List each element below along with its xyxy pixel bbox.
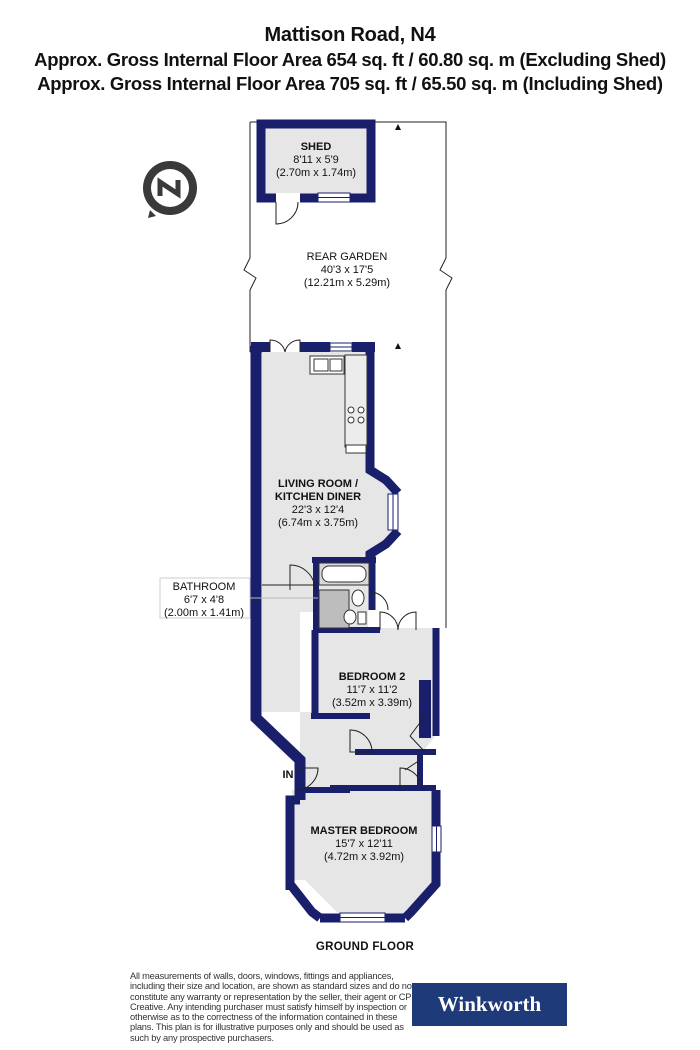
living-room-imperial: 22'3 x 12'4 [292, 504, 345, 516]
master-bedroom-imperial: 15'7 x 12'11 [335, 838, 393, 850]
bathroom-label-box [159, 577, 318, 619]
plan-header: Mattison Road, N4 Approx. Gross Internal… [0, 22, 700, 96]
area-including-shed: Approx. Gross Internal Floor Area 705 sq… [37, 73, 663, 94]
shed-imperial: 8'11 x 5'9 [293, 154, 339, 166]
living-room-name-2: KITCHEN DINER [275, 491, 361, 503]
entrance-label: IN [283, 769, 294, 781]
rear-garden-label: REAR GARDEN 40'3 x 17'5 (12.21m x 5.29m) [304, 251, 390, 289]
master-bedroom-name: MASTER BEDROOM [311, 825, 418, 837]
bathroom-name: BATHROOM [173, 581, 236, 593]
property-title: Mattison Road, N4 [264, 24, 436, 46]
rear-garden-imperial: 40'3 x 17'5 [321, 264, 374, 276]
disclaimer-text: All measurements of walls, doors, window… [130, 971, 415, 1043]
master-bedroom-metric: (4.72m x 3.92m) [324, 851, 404, 863]
rear-garden-metric: (12.21m x 5.29m) [304, 277, 390, 289]
shed [256, 119, 376, 225]
living-room-label: LIVING ROOM / KITCHEN DINER 22'3 x 12'4 … [275, 478, 361, 529]
bathroom-metric: (2.00m x 1.41m) [164, 607, 244, 619]
living-room-metric: (6.74m x 3.75m) [278, 517, 358, 529]
bedroom-2-name: BEDROOM 2 [339, 671, 406, 683]
bathroom-imperial: 6'7 x 4'8 [184, 594, 224, 606]
living-room-bay-window [387, 493, 399, 531]
living-room-window [329, 342, 353, 352]
bedroom-2-metric: (3.52m x 3.39m) [332, 697, 412, 709]
shed-metric: (2.70m x 1.74m) [276, 167, 356, 179]
bathroom-fixtures [318, 562, 370, 629]
bedroom-2-imperial: 11'7 x 11'2 [347, 684, 398, 696]
rear-garden-name: REAR GARDEN [307, 251, 388, 263]
area-excluding-shed: Approx. Gross Internal Floor Area 654 sq… [34, 49, 666, 70]
garden-markers [395, 124, 401, 349]
living-room-name-1: LIVING ROOM / [278, 478, 358, 490]
master-bedroom-bay-window [339, 825, 442, 923]
kitchen-fixtures [309, 354, 368, 454]
master-bedroom-label: MASTER BEDROOM 15'7 x 12'11 (4.72m x 3.9… [311, 825, 418, 863]
winkworth-logo: Winkworth [412, 983, 567, 1026]
floor-label: GROUND FLOOR [315, 941, 415, 953]
walls [250, 342, 441, 923]
bathroom-label: BATHROOM 6'7 x 4'8 (2.00m x 1.41m) [164, 581, 244, 619]
bedroom-2-label: BEDROOM 2 11'7 x 11'2 (3.52m x 3.39m) [332, 671, 412, 709]
shed-label: SHED 8'11 x 5'9 (2.70m x 1.74m) [276, 141, 356, 179]
house-interior [262, 352, 436, 915]
shed-name: SHED [301, 141, 332, 153]
north-arrow-icon [143, 161, 197, 218]
